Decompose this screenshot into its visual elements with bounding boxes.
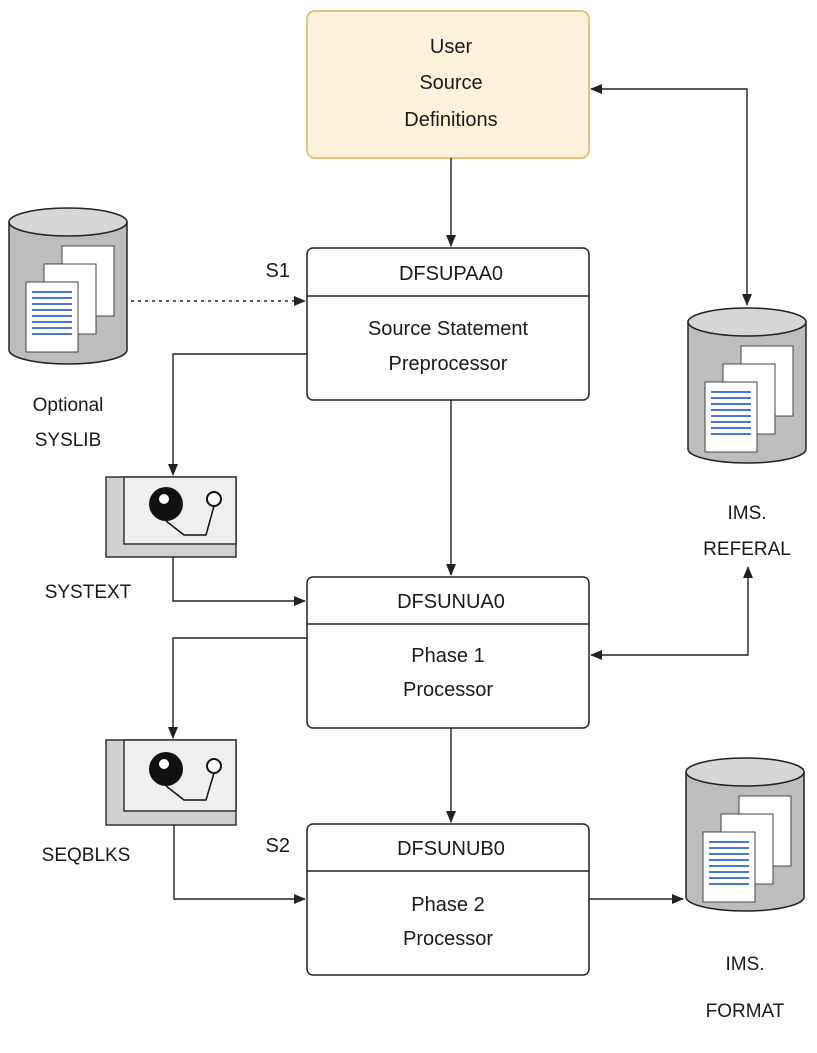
module-desc-line-1: Phase 1 bbox=[411, 645, 484, 667]
source-line-1: User bbox=[430, 36, 473, 58]
referal-dataset-icon bbox=[687, 307, 807, 464]
module-desc-line-2: Processor bbox=[403, 679, 493, 701]
module-box-dfsunua0: DFSUNUA0 Phase 1 Processor bbox=[306, 576, 590, 729]
format-label-line-1: IMS. bbox=[725, 954, 764, 975]
user-source-definitions-box: User Source Definitions bbox=[306, 10, 590, 159]
arrow-referal-source-link bbox=[590, 84, 752, 306]
source-box-shape bbox=[306, 10, 590, 159]
arrow-seqblks-to-phase2 bbox=[173, 825, 306, 904]
module-desc-line-2: Preprocessor bbox=[389, 353, 508, 375]
seqblks-label: SEQBLKS bbox=[42, 845, 131, 866]
module-desc-line-1: Source Statement bbox=[368, 318, 529, 340]
format-dataset-icon bbox=[685, 757, 805, 912]
source-line-3: Definitions bbox=[404, 109, 497, 131]
referal-label-line-1: IMS. bbox=[727, 503, 766, 524]
seqblks-tape-icon bbox=[105, 739, 237, 826]
step-label-s1: S1 bbox=[266, 260, 290, 282]
module-box-shape bbox=[306, 576, 590, 729]
module-name: DFSUNUB0 bbox=[397, 838, 505, 860]
module-desc-line-2: Processor bbox=[403, 928, 493, 950]
module-name: DFSUPAA0 bbox=[399, 263, 503, 285]
arrow-preprocessor-to-systext bbox=[168, 353, 307, 476]
arrow-systext-to-phase1 bbox=[172, 557, 306, 606]
step-label-s2: S2 bbox=[266, 835, 290, 857]
arrow-phase1-to-seqblks bbox=[168, 637, 307, 739]
module-desc-line-1: Phase 2 bbox=[411, 894, 484, 916]
systext-label: SYSTEXT bbox=[45, 582, 132, 603]
module-box-dfsunub0: DFSUNUB0 Phase 2 Processor S2 bbox=[266, 823, 590, 976]
systext-tape-icon bbox=[105, 476, 237, 558]
syslib-label-line-2: SYSLIB bbox=[35, 430, 102, 451]
module-box-dfsupaa0: DFSUPAA0 Source Statement Preprocessor S… bbox=[266, 247, 590, 401]
referal-label-line-2: REFERAL bbox=[703, 539, 791, 560]
module-box-shape bbox=[306, 247, 590, 401]
syslib-dataset-icon bbox=[8, 207, 128, 365]
syslib-label-line-1: Optional bbox=[33, 395, 104, 416]
format-label-line-2: FORMAT bbox=[706, 1001, 785, 1022]
arrow-referal-to-phase1 bbox=[590, 566, 753, 660]
module-name: DFSUNUA0 bbox=[397, 591, 505, 613]
source-line-2: Source bbox=[419, 72, 482, 94]
